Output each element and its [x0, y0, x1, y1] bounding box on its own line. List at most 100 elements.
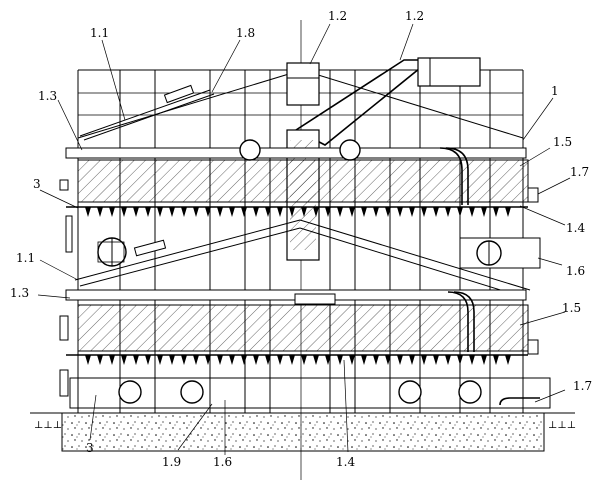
- nozzle-tooth: [457, 207, 463, 217]
- nozzle-tooth: [337, 207, 343, 217]
- label-3-bot: 3: [86, 441, 94, 455]
- label-1-8: 1.8: [236, 26, 255, 40]
- nozzle-tooth: [109, 207, 115, 217]
- label-1-7-bot: 1.7: [573, 379, 592, 393]
- nozzle-tooth: [313, 355, 319, 365]
- nozzle-tooth: [241, 207, 247, 217]
- nozzle-tooth: [289, 207, 295, 217]
- nozzle-tooth: [409, 355, 415, 365]
- nozzle-tooth: [337, 355, 343, 365]
- nozzle-tooth: [157, 207, 163, 217]
- label-3-top: 3: [33, 177, 41, 191]
- nozzle-tooth: [109, 355, 115, 365]
- nozzle-tooth: [421, 355, 427, 365]
- nozzle-tooth: [193, 355, 199, 365]
- nozzle-tooth: [505, 207, 511, 217]
- nozzle-tooth: [121, 355, 127, 365]
- nozzle-tooth: [193, 207, 199, 217]
- nozzle-tooth: [481, 355, 487, 365]
- nozzle-tooth: [493, 355, 499, 365]
- label-1-1-top: 1.1: [90, 26, 109, 40]
- nozzle-tooth: [445, 355, 451, 365]
- label-1-3-top: 1.3: [38, 89, 57, 103]
- foundation: ⊥⊥⊥ ⊥⊥⊥: [30, 412, 576, 452]
- nozzle-tooth: [469, 207, 475, 217]
- nozzle-tooth: [493, 207, 499, 217]
- nozzle-tooth: [181, 207, 187, 217]
- nozzle-tooth: [145, 355, 151, 365]
- nozzle-tooth: [397, 355, 403, 365]
- nozzle-tooth: [313, 207, 319, 217]
- nozzle-tooth: [277, 355, 283, 365]
- nozzle-tooth: [229, 207, 235, 217]
- nozzle-tooth: [361, 355, 367, 365]
- nozzle-tooth: [265, 207, 271, 217]
- label-1-5-mid: 1.5: [562, 301, 581, 315]
- nozzle-tooth: [373, 207, 379, 217]
- nozzle-tooth: [349, 355, 355, 365]
- nozzle-tooth: [157, 355, 163, 365]
- label-1-3-mid: 1.3: [10, 286, 29, 300]
- nozzle-tooth: [505, 355, 511, 365]
- nozzle-tooth: [253, 355, 259, 365]
- nozzle-tooth: [325, 355, 331, 365]
- nozzle-tooth: [409, 207, 415, 217]
- nozzle-tooth: [121, 207, 127, 217]
- label-1-7-top: 1.7: [570, 165, 589, 179]
- nozzle-tooth: [385, 207, 391, 217]
- nozzle-tooth: [397, 207, 403, 217]
- nozzle-tooth: [169, 207, 175, 217]
- label-1-5-top: 1.5: [553, 135, 572, 149]
- bottom-fans: [69, 377, 551, 409]
- lower-nozzle-row: [85, 355, 511, 365]
- nozzle-tooth: [133, 207, 139, 217]
- nozzle-tooth: [421, 207, 427, 217]
- nozzle-tooth: [265, 355, 271, 365]
- leader-lines: [37, 23, 571, 455]
- nozzle-tooth: [217, 207, 223, 217]
- label-1-2-b: 1.2: [405, 9, 424, 23]
- nozzle-tooth: [97, 207, 103, 217]
- nozzle-tooth: [445, 207, 451, 217]
- middle-conveyors: [65, 215, 541, 297]
- nozzle-tooth: [301, 207, 307, 217]
- nozzle-tooth: [85, 207, 91, 217]
- lower-tier: [59, 289, 539, 397]
- nozzle-tooth: [457, 355, 463, 365]
- upper-nozzle-row: [85, 207, 511, 217]
- nozzle-tooth: [385, 355, 391, 365]
- label-1-2-a: 1.2: [328, 9, 347, 23]
- nozzle-tooth: [253, 207, 259, 217]
- nozzle-tooth: [361, 207, 367, 217]
- nozzle-tooth: [241, 355, 247, 365]
- nozzle-tooth: [373, 355, 379, 365]
- nozzle-tooth: [205, 355, 211, 365]
- upper-conveyor: [79, 84, 215, 141]
- nozzle-tooth: [325, 207, 331, 217]
- svg-text:⊥⊥⊥: ⊥⊥⊥: [34, 420, 62, 431]
- label-1-1-mid: 1.1: [16, 251, 35, 265]
- nozzle-tooth: [229, 355, 235, 365]
- label-1-6-bot: 1.6: [213, 455, 232, 469]
- nozzle-tooth: [349, 207, 355, 217]
- label-1-9: 1.9: [162, 455, 181, 469]
- nozzle-tooth: [97, 355, 103, 365]
- label-1-4-bot: 1.4: [336, 455, 355, 469]
- nozzle-tooth: [289, 355, 295, 365]
- nozzle-tooth: [85, 355, 91, 365]
- nozzle-tooth: [481, 207, 487, 217]
- upper-tier: [59, 139, 539, 208]
- label-1-4-top: 1.4: [566, 221, 585, 235]
- nozzle-tooth: [277, 207, 283, 217]
- nozzle-tooth: [145, 207, 151, 217]
- nozzle-tooth: [205, 207, 211, 217]
- nozzle-tooth: [301, 355, 307, 365]
- nozzle-tooth: [217, 355, 223, 365]
- label-1-6-right: 1.6: [566, 264, 585, 278]
- nozzle-tooth: [433, 207, 439, 217]
- nozzle-tooth: [469, 355, 475, 365]
- nozzle-tooth: [169, 355, 175, 365]
- nozzle-tooth: [181, 355, 187, 365]
- top-ducts: [286, 57, 481, 261]
